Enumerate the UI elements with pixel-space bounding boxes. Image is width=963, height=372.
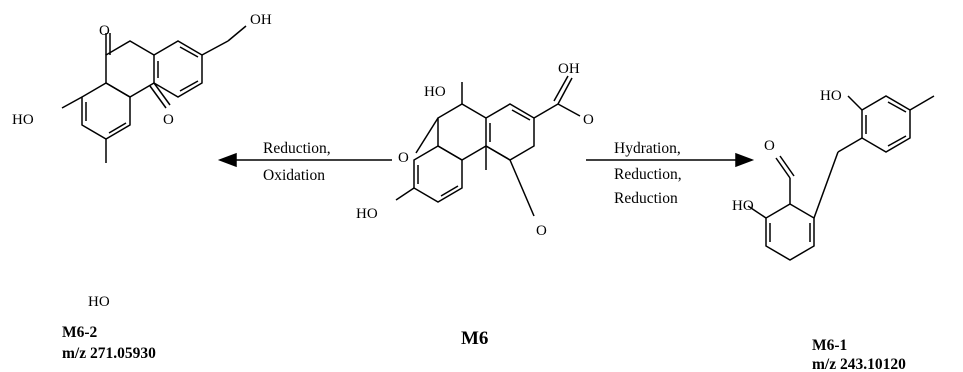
m6-ho-top: HO: [424, 84, 446, 100]
m6-1-label: M6-1: [812, 337, 847, 354]
m6-1-ho-top: HO: [820, 88, 842, 104]
m6-2-ho-bottom: HO: [88, 294, 110, 310]
right-condition-line2: Reduction,: [614, 166, 682, 183]
m6-cooh-oh: OH: [558, 61, 580, 77]
right-condition-line1: Hydration,: [614, 140, 681, 157]
right-reaction-arrow: [586, 152, 755, 168]
m6-structure: [395, 75, 581, 217]
right-condition-line3: Reduction: [614, 190, 678, 207]
m6-1-aldehyde-o: O: [764, 138, 775, 154]
m6-carbonyl-o-right: O: [536, 223, 547, 239]
m6-ho-bottom: HO: [356, 206, 378, 222]
left-reaction-arrow: [217, 152, 392, 168]
m6-carbonyl-o-left: O: [398, 150, 409, 166]
m6-2-mz: m/z 271.05930: [62, 345, 156, 362]
m6-2-carbonyl-o-bottom: O: [163, 112, 174, 128]
left-condition-line1: Reduction,: [263, 140, 331, 157]
m6-2-label: M6-2: [62, 324, 98, 341]
m6-label: M6: [461, 328, 488, 349]
m6-2-carbonyl-o-top: O: [99, 23, 110, 39]
m6-cooh-o: O: [583, 112, 594, 128]
left-condition-line2: Oxidation: [263, 167, 325, 184]
m6-1-ho-left: HO: [732, 198, 754, 214]
m6-2-structure: [61, 25, 247, 163]
m6-1-mz: m/z 243.10120: [812, 356, 906, 372]
m6-1-structure: [747, 95, 935, 261]
m6-2-ho-group: HO: [12, 112, 34, 128]
m6-2-oh-group: OH: [250, 12, 272, 28]
